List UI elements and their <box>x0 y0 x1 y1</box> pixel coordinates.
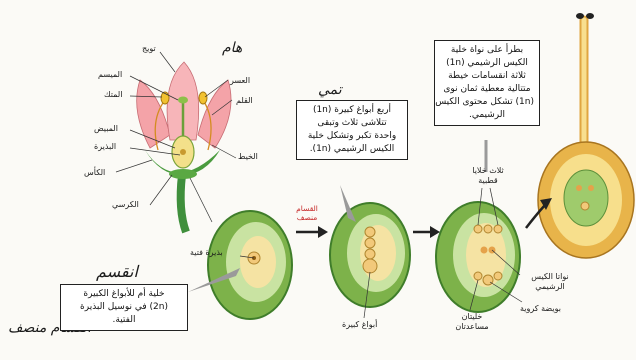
ovule-stage-1 <box>208 211 292 319</box>
box-sac-line-1: بطرأ على نواة خلية <box>440 44 534 57</box>
stigma <box>178 97 188 104</box>
label-petal: تويج <box>142 44 156 54</box>
box-mother-line-3: الفتية. <box>66 314 182 327</box>
box-mother-line-2: (2n) في نوسيل البذيرة <box>66 301 182 314</box>
box-sac-line-2: الكيس الرشيمي (1n) <box>440 57 534 70</box>
label-receptacle: الكرسي <box>112 200 139 210</box>
label-large-spores: أبواغ كبيرة <box>342 320 377 330</box>
label-young-ovule: بذيرة فتية <box>190 248 223 258</box>
ovule-stage-3 <box>436 202 520 312</box>
box-embryo-sac: بطرأ على نواة خلية الكيس الرشيمي (1n) ثل… <box>434 40 540 126</box>
mature-ovule <box>538 13 634 258</box>
label-anther: الميسم <box>98 70 122 80</box>
box-sac-line-4: متتالية معطية ثمان نوى <box>440 83 534 96</box>
label-sac-nuclei: نواتا الكيس الرشيمي <box>524 272 576 291</box>
anther-right <box>199 92 207 104</box>
box-spores-line-2: تتلاشى ثلاث وتبقى <box>302 117 402 130</box>
box-spores: أربع أبواغ كبيرة (1n) تتلاشى ثلاث وتبقى … <box>296 100 408 160</box>
label-egg-cell: بويضة كروية <box>520 304 561 314</box>
box-mother-line-1: خلية أم للأبواغ الكبيرة <box>66 288 182 301</box>
label-stamen: العسر <box>230 76 250 86</box>
label-pistil-top: المتك <box>104 90 122 100</box>
label-ovule: البذيرة <box>94 142 116 152</box>
box-spores-line-4: الكيس الرشيمي (1n). <box>302 143 402 156</box>
handwritten-important: هام <box>222 40 242 56</box>
ovule-stage-2 <box>330 203 410 307</box>
box-sac-line-6: الرشيمي. <box>440 109 534 122</box>
ovule-dot <box>180 149 186 155</box>
handwritten-reduction: تمي <box>318 82 342 98</box>
label-ovary: المبيض <box>94 124 118 134</box>
label-style: القلم <box>236 96 253 106</box>
box-spores-line-3: واحدة تكبر وتشكل خلية <box>302 130 402 143</box>
flower-stem <box>181 175 186 232</box>
box-sac-line-3: ثلاثة انقسامات خيطة <box>440 70 534 83</box>
receptacle <box>169 169 197 179</box>
box-spores-line-1: أربع أبواغ كبيرة (1n) <box>302 104 402 117</box>
label-filament: الخيط <box>238 152 258 162</box>
label-sepal: الكأس <box>84 168 105 178</box>
flower-illustration <box>137 62 231 232</box>
box-sac-line-5: (1n) تشكل محتوى الكيس <box>440 96 534 109</box>
handwritten-division: انقسم <box>96 262 138 281</box>
label-mitosis-red: القسام منصف <box>287 204 327 222</box>
label-three-polar: ثلاث خلايا قطبية <box>470 166 506 185</box>
petal-left <box>137 80 170 148</box>
box-mother-cell: خلية أم للأبواغ الكبيرة (2n) في نوسيل ال… <box>60 284 188 331</box>
label-synergids: خليتان مساعدتان <box>452 312 492 331</box>
